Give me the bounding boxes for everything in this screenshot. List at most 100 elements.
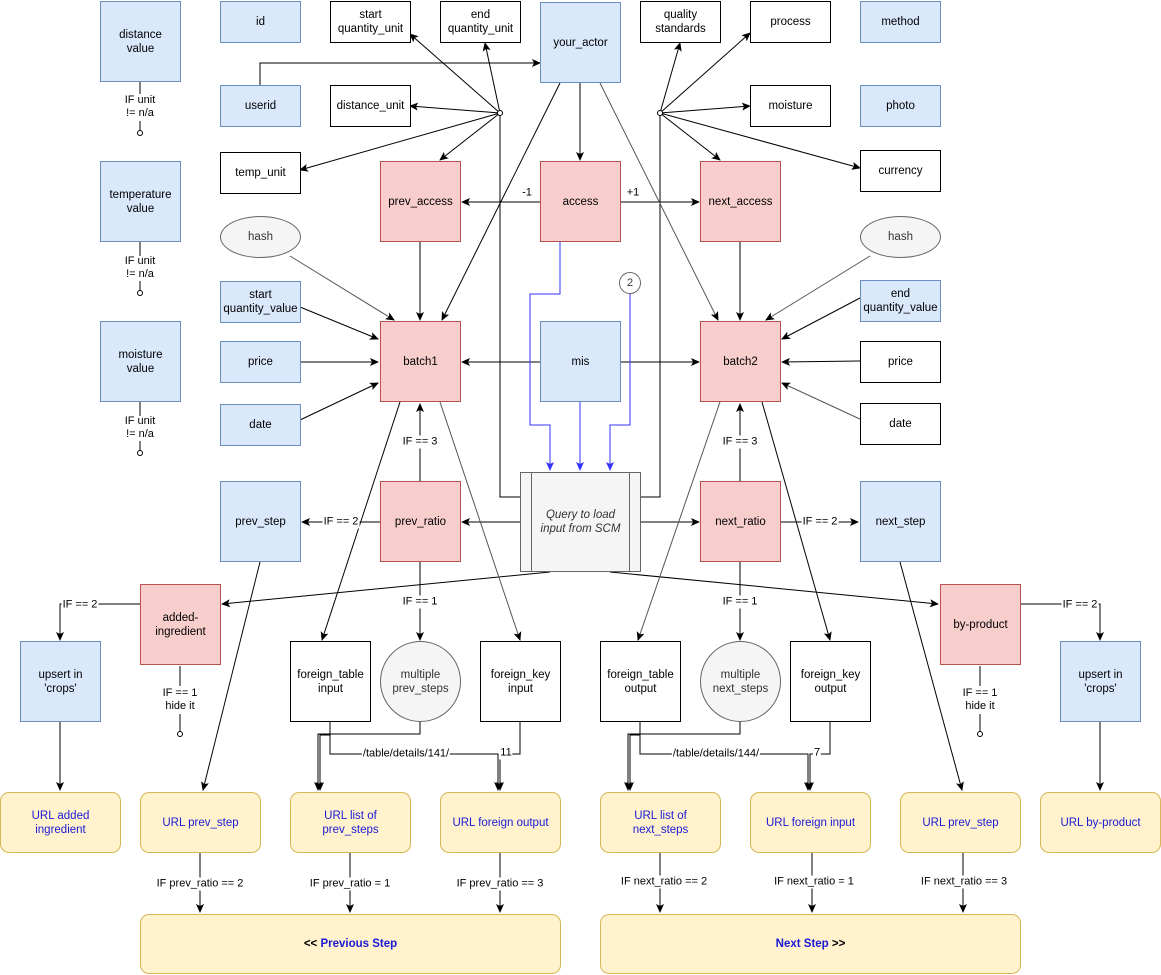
access-node[interactable]: access — [540, 161, 621, 242]
cond-prev-1-label: IF prev_ratio = 1 — [308, 877, 392, 891]
date-right-node[interactable]: date — [860, 403, 941, 445]
currency-node[interactable]: currency — [860, 150, 941, 192]
url-added-ingredient-label: URL added ingredient — [31, 809, 90, 836]
terminal-dot-left — [177, 731, 183, 737]
prev-access-node[interactable]: prev_access — [380, 161, 461, 242]
circle-2-node[interactable]: 2 — [619, 272, 641, 294]
moisture-label: moisture — [768, 100, 813, 112]
foreign-key-input-node[interactable]: foreign_key input — [480, 641, 561, 722]
next-access-node[interactable]: next_access — [700, 161, 781, 242]
url-foreign-output-node[interactable]: URL foreign output — [440, 792, 561, 853]
terminal-dot-right — [977, 731, 983, 737]
upsert-left-node[interactable]: upsert in 'crops' — [20, 641, 101, 722]
foreign-table-output-node[interactable]: foreign_table output — [600, 641, 681, 722]
start-quantity-value-node[interactable]: start quantity_value — [220, 281, 301, 323]
next-step-button[interactable]: Next Step >> — [600, 914, 1021, 974]
prev-ratio-node[interactable]: prev_ratio — [380, 481, 461, 562]
moisture-value-label: moisture value — [118, 348, 163, 375]
start-quantity-unit-node[interactable]: start quantity_unit — [330, 1, 411, 43]
url-list-prev-steps-node[interactable]: URL list of prev_steps — [290, 792, 411, 853]
foreign-key-input-label: foreign_key input — [490, 668, 551, 695]
upsert-left-label: upsert in 'crops' — [38, 668, 83, 695]
url-added-ingredient-node[interactable]: URL added ingredient — [0, 792, 121, 853]
foreign-key-output-label: foreign_key output — [800, 668, 861, 695]
hash-left-node[interactable]: hash — [220, 216, 301, 258]
start-quantity-value-label: start quantity_value — [223, 289, 298, 315]
if3-left-label: IF == 3 — [401, 435, 439, 449]
next-step-node[interactable]: next_step — [860, 481, 941, 562]
distance-value-label: distance value — [119, 28, 162, 55]
cond-prev-2-label: IF prev_ratio == 2 — [155, 877, 245, 891]
currency-label: currency — [878, 165, 923, 177]
date-left-node[interactable]: date — [220, 404, 301, 446]
if2-added-label: IF == 2 — [61, 598, 99, 612]
multiple-prev-steps-node[interactable]: multiple prev_steps — [380, 641, 461, 722]
temperature-value-node[interactable]: temperature value — [100, 161, 181, 242]
hash-right-node[interactable]: hash — [860, 216, 941, 258]
start-quantity-unit-label: start quantity_unit — [337, 9, 404, 35]
prev-step-label: prev_step — [235, 515, 286, 528]
hash-right-label: hash — [888, 231, 913, 243]
if2-byproduct-label: IF == 2 — [1061, 598, 1099, 612]
access-label: access — [562, 195, 599, 208]
minus-one-label: -1 — [522, 186, 532, 199]
process-node[interactable]: process — [750, 1, 831, 43]
mis-label: mis — [571, 355, 590, 368]
quality-standards-node[interactable]: quality standards — [640, 1, 721, 43]
hash-left-label: hash — [248, 231, 273, 243]
query-node[interactable]: Query to load input from SCM — [520, 472, 641, 572]
moisture-value-node[interactable]: moisture value — [100, 321, 181, 402]
method-node[interactable]: method — [860, 1, 941, 43]
url-prev-step-node[interactable]: URL prev_step — [140, 792, 261, 853]
end-quantity-unit-node[interactable]: end quantity_unit — [440, 1, 521, 43]
url-by-product-node[interactable]: URL by-product — [1040, 792, 1161, 853]
next-ratio-node[interactable]: next_ratio — [700, 481, 781, 562]
process-label: process — [770, 16, 811, 28]
foreign-table-input-node[interactable]: foreign_table input — [290, 641, 371, 722]
right-hub-dot — [657, 110, 663, 116]
mis-node[interactable]: mis — [540, 321, 621, 402]
num-11-label: 11 — [499, 746, 513, 760]
photo-node[interactable]: photo — [860, 85, 941, 127]
url-list-prev-steps-label: URL list of prev_steps — [322, 809, 379, 836]
multiple-prev-steps-label: multiple prev_steps — [392, 668, 449, 695]
url-foreign-input-node[interactable]: URL foreign input — [750, 792, 871, 853]
query-label: Query to load input from SCM — [540, 509, 621, 535]
previous-step-label: Previous Step — [320, 938, 398, 950]
by-product-node[interactable]: by-product — [940, 584, 1021, 665]
url-prev-step-right-node[interactable]: URL prev_step — [900, 792, 1021, 853]
next-step-arrows: >> — [828, 938, 846, 950]
temp-unit-label: temp_unit — [235, 167, 286, 179]
prev-step-node[interactable]: prev_step — [220, 481, 301, 562]
date-right-label: date — [889, 418, 912, 430]
url-prev-step-right-label: URL prev_step — [922, 816, 999, 829]
added-ingredient-node[interactable]: added- ingredient — [140, 584, 221, 665]
next-step-label: Next Step — [775, 938, 829, 950]
upsert-right-node[interactable]: upsert in 'crops' — [1060, 641, 1141, 722]
distance-value-node[interactable]: distance value — [100, 1, 181, 82]
if1-right-label: IF == 1 — [721, 595, 759, 609]
url-list-next-steps-node[interactable]: URL list of next_steps — [600, 792, 721, 853]
temp-unit-node[interactable]: temp_unit — [220, 152, 301, 194]
moisture-node[interactable]: moisture — [750, 85, 831, 127]
foreign-key-output-node[interactable]: foreign_key output — [790, 641, 871, 722]
cond-next-2-label: IF next_ratio == 2 — [619, 875, 709, 889]
if1-hide-right-label: IF == 1 hide it — [961, 687, 999, 713]
price-right-node[interactable]: price — [860, 341, 941, 383]
userid-label: userid — [244, 100, 277, 112]
cond-next-3-label: IF next_ratio == 3 — [919, 875, 1009, 889]
photo-label: photo — [886, 100, 915, 112]
distance-unit-node[interactable]: distance_unit — [330, 85, 411, 127]
batch1-node[interactable]: batch1 — [380, 321, 461, 402]
end-quantity-value-node[interactable]: end quantity_value — [860, 280, 941, 322]
your-actor-node[interactable]: your_actor — [540, 2, 621, 83]
userid-node[interactable]: userid — [220, 85, 301, 127]
previous-step-arrows: << — [303, 938, 321, 950]
id-node[interactable]: id — [220, 1, 301, 43]
terminal-dot-1 — [137, 130, 143, 136]
previous-step-button[interactable]: << Previous Step — [140, 914, 561, 974]
price-left-node[interactable]: price — [220, 341, 301, 383]
multiple-next-steps-node[interactable]: multiple next_steps — [700, 641, 781, 722]
circle-2-label: 2 — [626, 277, 634, 289]
batch2-node[interactable]: batch2 — [700, 321, 781, 402]
